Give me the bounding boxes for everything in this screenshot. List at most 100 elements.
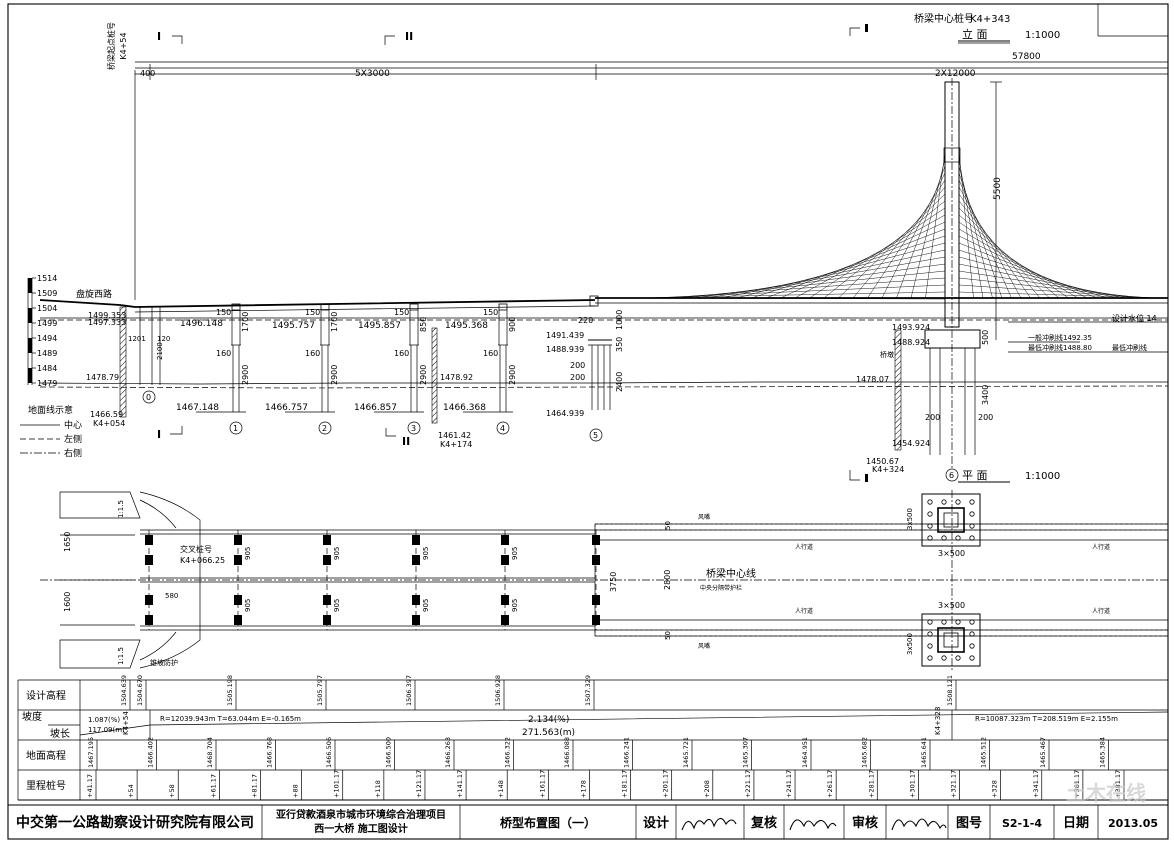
- abutment-0: 0 1478.79 1466.59 K4+054 1201 120 2100: [86, 306, 170, 428]
- ground-elev-value: 1466.241: [623, 737, 631, 768]
- dim-pile: 2900: [241, 365, 250, 385]
- dim-span-right: 2X12000: [935, 69, 976, 79]
- elev-deck-2: 1496.148: [180, 319, 223, 329]
- section-mark-ii-top: II: [405, 30, 413, 43]
- legend-right: 右侧: [64, 447, 82, 459]
- elev-pile-6b: 1454.924: [892, 439, 930, 448]
- stake-value: +118: [374, 780, 382, 798]
- stake-value: +54: [127, 784, 135, 798]
- pier-6-label: 6: [949, 471, 954, 480]
- elev-deck-1: 1499.353: [88, 311, 126, 320]
- stake-value: +41.17: [86, 774, 94, 798]
- ground-elev-value: 1464.951: [801, 737, 809, 768]
- drawing-frame: [7, 3, 1169, 840]
- ground-elev-value: 1465.721: [682, 737, 690, 768]
- left-length: 117.09(m): [88, 726, 125, 734]
- stake-6: K4+324: [872, 465, 904, 474]
- plan-view-label: 平 面: [962, 469, 988, 482]
- row-ground-elev: 地面高程: [26, 749, 66, 762]
- dim-500: 500: [981, 330, 990, 345]
- plan-dim-3750: 3750: [609, 572, 618, 592]
- company-name: 中交第一公路勘察设计研究院有限公司: [16, 814, 254, 831]
- plan-center-line: 桥梁中心线: [706, 567, 756, 580]
- project-line-2: 西一大桥 施工图设计: [314, 822, 407, 835]
- elevation-view-label: 立 面: [962, 27, 988, 41]
- elev-pile-bottom: 1466.757: [265, 403, 308, 413]
- audit-label: 审核: [852, 815, 878, 831]
- stake-value: +241.17: [785, 770, 793, 798]
- plan-ratio-top: 1:1.5: [117, 500, 125, 518]
- dim-3400: 3400: [981, 385, 990, 405]
- plan-dim-905: 905: [244, 599, 252, 612]
- plan-sidewalk-4: 人行道: [1092, 607, 1110, 615]
- pier-5-label: 5: [593, 431, 598, 440]
- plan-ratio-bottom: 1:1.5: [117, 647, 125, 665]
- elev-deck-7: 1488.924: [892, 338, 930, 347]
- ground-elev-value: 1465.641: [920, 737, 928, 768]
- elev-pile-bottom: 1466.857: [354, 403, 397, 413]
- plan-abutment: 锥坡防护: [150, 658, 178, 667]
- scale-tick-label: 1514: [37, 274, 57, 283]
- row-design-elev: 设计高程: [26, 689, 66, 702]
- plan-dim-1600: 1600: [63, 592, 72, 612]
- pier-label: 1: [233, 424, 238, 433]
- dim-column: 900: [508, 317, 517, 332]
- elev-pile-6a: 1478.07: [856, 375, 889, 384]
- stake-value: +101.17: [333, 770, 341, 798]
- stake-start: K4+54: [122, 711, 130, 735]
- pier-6-tag: 桥墩: [880, 350, 894, 359]
- legend-title: 地面线示意: [28, 404, 73, 416]
- plan-median: 中央分隔带护栏: [700, 584, 742, 592]
- plan-stake-value: K4+066.25: [180, 556, 225, 565]
- slope-pct: 2.134(%): [528, 715, 569, 725]
- dim-column: 850: [419, 317, 428, 332]
- ground-elev-value: 1465.512: [980, 737, 988, 768]
- reviewer-signature-icon: [789, 819, 837, 831]
- plan-pier-0: [145, 530, 153, 630]
- plan-dim-3x500-left-top: 3x500: [906, 508, 914, 530]
- plan-sidewalk-1: 人行道: [795, 543, 813, 551]
- stake-value: +181.17: [621, 770, 629, 798]
- bridge-start-stake: K4+54: [119, 32, 128, 59]
- stake-value: +261.17: [826, 770, 834, 798]
- sheet-label: 图号: [956, 816, 982, 831]
- elevation-scale-bar: [27, 278, 33, 385]
- ground-elev-value: 1466.402: [147, 737, 155, 768]
- dim-160: 160: [216, 349, 231, 358]
- ground-elev-value: 1466.500: [385, 737, 393, 768]
- profile-table: 设计高程 坡度 坡长 地面高程 里程桩号 R=12039.943m T=63.0…: [17, 679, 1169, 801]
- dim-120: 120: [157, 335, 170, 343]
- plan-dim-2800: 2800: [663, 570, 672, 590]
- scour-line-2: 最低冲刷线1488.80: [1028, 343, 1092, 352]
- bridge-center-stake-label: 桥梁中心桩号: [914, 12, 974, 25]
- scale-tick-label: 1489: [37, 349, 57, 358]
- plan-dim-905: 905: [333, 547, 341, 560]
- dim-150: 150: [216, 308, 231, 317]
- ground-elev-value: 1466.506: [325, 737, 333, 768]
- elev-pile-6c: 1450.67: [866, 457, 899, 466]
- pier-5: 5 1491.439 1488.939 1464.939 220 1000 35…: [546, 295, 624, 442]
- design-label: 设计: [643, 815, 669, 831]
- sheet-number: S2-1-4: [1002, 817, 1042, 830]
- date-value: 2013.05: [1108, 817, 1158, 830]
- scale-tick-label: 1509: [37, 289, 57, 298]
- plan-dim-905: 905: [422, 599, 430, 612]
- plan-pier-5: [592, 530, 600, 630]
- left-slope: 1.087(%): [88, 716, 120, 724]
- dim-1201: 1201: [128, 335, 146, 343]
- stake-value: +321.17: [950, 770, 958, 798]
- section-arrow-icon: [865, 24, 868, 32]
- design-elev-value: 1505.198: [226, 675, 234, 706]
- dim-150: 150: [483, 308, 498, 317]
- dim-160: 160: [305, 349, 320, 358]
- stay-cables: [620, 151, 1164, 300]
- ground-elev-value: 1466.263: [444, 737, 452, 768]
- plan-stake-label: 交叉桩号: [180, 544, 212, 554]
- row-slope-length: 坡长: [50, 727, 70, 740]
- stake-value: +361.17: [1073, 770, 1081, 798]
- ground-elev-value: 1465.307: [742, 737, 750, 768]
- elev-deck-3: 1495.757: [272, 321, 315, 331]
